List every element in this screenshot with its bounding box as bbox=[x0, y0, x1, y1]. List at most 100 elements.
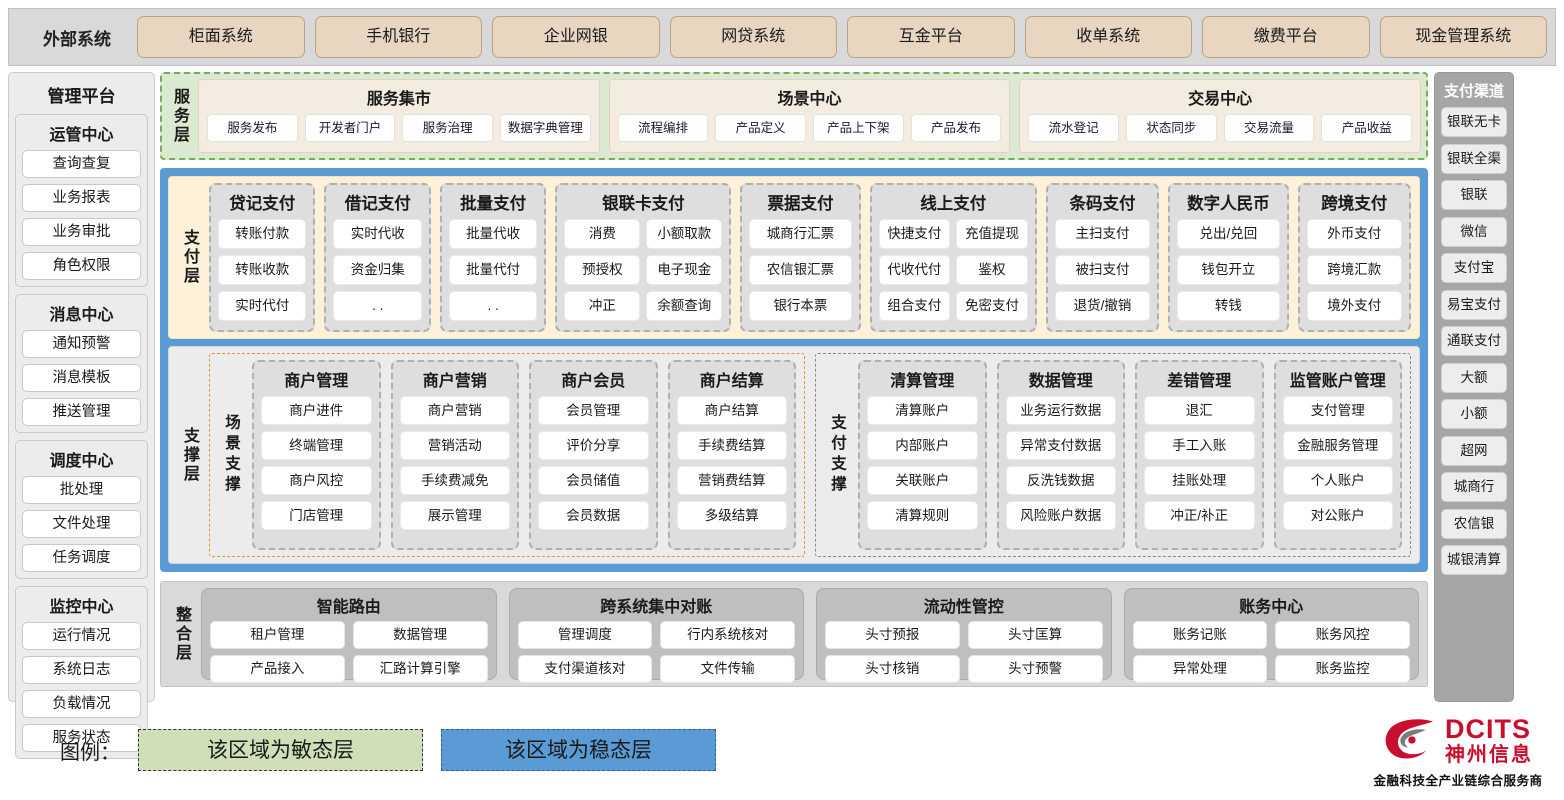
payment-channel-item[interactable]: 通联支付 bbox=[1441, 326, 1507, 356]
integration-item[interactable]: 头寸预警 bbox=[967, 655, 1103, 683]
integration-item[interactable]: 管理调度 bbox=[517, 621, 653, 649]
pay-item[interactable]: 钱包开立 bbox=[1177, 255, 1280, 285]
pay-item[interactable]: 消费 bbox=[564, 219, 641, 249]
pay-item[interactable]: 冲正 bbox=[564, 291, 641, 321]
pay-item[interactable]: 转钱 bbox=[1177, 291, 1280, 321]
external-system-item[interactable]: 网贷系统 bbox=[669, 16, 837, 58]
pay-item[interactable]: 余额查询 bbox=[646, 291, 723, 321]
pay-item[interactable]: 电子现金 bbox=[646, 255, 723, 285]
service-item[interactable]: 交易流量 bbox=[1223, 114, 1315, 142]
service-item[interactable]: 产品定义 bbox=[715, 114, 807, 142]
management-item[interactable]: 推送管理 bbox=[22, 398, 141, 426]
pay-item[interactable]: 农信银汇票 bbox=[749, 255, 852, 285]
integration-item[interactable]: 头寸预报 bbox=[825, 621, 960, 649]
management-item[interactable]: 通知预警 bbox=[22, 330, 141, 358]
pay-item[interactable]: 转账收款 bbox=[218, 255, 307, 285]
support-item[interactable]: 手续费结算 bbox=[676, 431, 787, 460]
support-item[interactable]: 终端管理 bbox=[261, 431, 372, 460]
management-item[interactable]: 批处理 bbox=[22, 476, 141, 504]
support-item[interactable]: 个人账户 bbox=[1282, 466, 1393, 495]
support-item[interactable]: 清算规则 bbox=[867, 501, 978, 530]
integration-item[interactable]: 数据管理 bbox=[352, 621, 488, 649]
integration-item[interactable]: 账务监控 bbox=[1275, 655, 1410, 683]
support-item[interactable]: 异常支付数据 bbox=[1005, 431, 1116, 460]
pay-item[interactable]: 资金归集 bbox=[333, 255, 422, 285]
payment-channel-item[interactable]: 农信银 bbox=[1441, 508, 1507, 539]
support-item[interactable]: 风险账户数据 bbox=[1005, 501, 1116, 530]
payment-channel-item[interactable]: 大额 bbox=[1441, 362, 1507, 393]
external-system-item[interactable]: 手机银行 bbox=[314, 16, 482, 58]
service-item[interactable]: 产品收益 bbox=[1321, 114, 1413, 142]
integration-item[interactable]: 异常处理 bbox=[1132, 655, 1268, 683]
pay-item[interactable]: 兑出/兑回 bbox=[1177, 219, 1280, 249]
support-item[interactable]: 挂账处理 bbox=[1144, 466, 1255, 495]
management-item[interactable]: 运行情况 bbox=[22, 622, 141, 650]
payment-channel-item[interactable]: 城商行 bbox=[1441, 472, 1507, 502]
support-item[interactable]: 内部账户 bbox=[867, 431, 978, 460]
pay-item[interactable]: 境外支付 bbox=[1306, 291, 1402, 321]
pay-item[interactable]: . . bbox=[333, 291, 422, 321]
support-item[interactable]: 展示管理 bbox=[399, 501, 510, 530]
support-item[interactable]: 评价分享 bbox=[538, 431, 649, 460]
payment-channel-item[interactable]: 城银清算 bbox=[1441, 545, 1507, 575]
support-item[interactable]: 退汇 bbox=[1144, 396, 1255, 425]
management-item[interactable]: 服务状态 bbox=[22, 724, 141, 752]
management-item[interactable]: 查询查复 bbox=[22, 150, 141, 178]
pay-item[interactable]: 鉴权 bbox=[956, 255, 1028, 285]
pay-item[interactable]: 充值提现 bbox=[956, 219, 1028, 249]
support-item[interactable]: 冲正/补正 bbox=[1144, 501, 1255, 530]
support-item[interactable]: 营销活动 bbox=[399, 431, 510, 460]
pay-item[interactable]: 主扫支付 bbox=[1054, 219, 1151, 249]
external-system-item[interactable]: 企业网银 bbox=[492, 16, 660, 58]
service-item[interactable]: 服务发布 bbox=[207, 114, 298, 142]
integration-item[interactable]: 头寸匡算 bbox=[967, 621, 1103, 649]
support-item[interactable]: 手工入账 bbox=[1144, 431, 1255, 460]
integration-item[interactable]: 头寸核销 bbox=[825, 655, 960, 683]
service-item[interactable]: 开发者门户 bbox=[304, 114, 396, 142]
management-item[interactable]: 任务调度 bbox=[22, 544, 141, 572]
pay-item[interactable]: 跨境汇款 bbox=[1306, 255, 1402, 285]
external-system-item[interactable]: 收单系统 bbox=[1024, 16, 1192, 58]
service-item[interactable]: 数据字典管理 bbox=[500, 114, 591, 142]
support-item[interactable]: 会员数据 bbox=[538, 501, 649, 530]
support-item[interactable]: 商户进件 bbox=[261, 396, 372, 425]
payment-channel-item[interactable]: 小额 bbox=[1441, 399, 1507, 429]
external-system-item[interactable]: 互金平台 bbox=[847, 16, 1015, 58]
integration-item[interactable]: 账务记账 bbox=[1132, 621, 1268, 649]
pay-item[interactable]: 预授权 bbox=[564, 255, 641, 285]
pay-item[interactable]: 转账付款 bbox=[218, 219, 307, 249]
support-item[interactable]: 会员储值 bbox=[538, 466, 649, 495]
service-item[interactable]: 流水登记 bbox=[1028, 114, 1120, 142]
pay-item[interactable]: 银行本票 bbox=[749, 291, 852, 321]
pay-item[interactable]: 退货/撤销 bbox=[1054, 291, 1151, 321]
support-item[interactable]: 清算账户 bbox=[867, 396, 978, 425]
management-item[interactable]: 角色权限 bbox=[22, 252, 141, 280]
external-system-item[interactable]: 缴费平台 bbox=[1202, 16, 1370, 58]
integration-item[interactable]: 支付渠道核对 bbox=[517, 655, 653, 683]
management-item[interactable]: 业务审批 bbox=[22, 218, 141, 246]
pay-item[interactable]: . . bbox=[448, 291, 538, 321]
pay-item[interactable]: 免密支付 bbox=[956, 291, 1028, 321]
support-item[interactable]: 营销费结算 bbox=[676, 466, 787, 495]
support-item[interactable]: 手续费减免 bbox=[399, 466, 510, 495]
integration-item[interactable]: 产品接入 bbox=[210, 655, 345, 683]
support-item[interactable]: 对公账户 bbox=[1282, 501, 1393, 530]
support-item[interactable]: 多级结算 bbox=[676, 501, 787, 530]
payment-channel-item[interactable]: 易宝支付 bbox=[1441, 289, 1507, 320]
payment-channel-item[interactable]: 银联无卡 bbox=[1441, 107, 1507, 137]
support-item[interactable]: 反洗钱数据 bbox=[1005, 466, 1116, 495]
service-item[interactable]: 流程编排 bbox=[617, 114, 709, 142]
external-system-item[interactable]: 柜面系统 bbox=[137, 16, 305, 58]
pay-item[interactable]: 外币支付 bbox=[1306, 219, 1402, 249]
integration-item[interactable]: 汇路计算引擎 bbox=[352, 655, 488, 683]
support-item[interactable]: 业务运行数据 bbox=[1005, 396, 1116, 425]
payment-channel-item[interactable]: 银联CUPS bbox=[1441, 180, 1507, 230]
service-item[interactable]: 服务治理 bbox=[402, 114, 494, 142]
support-item[interactable]: 会员管理 bbox=[538, 396, 649, 425]
external-system-item[interactable]: 现金管理系统 bbox=[1379, 16, 1547, 58]
pay-item[interactable]: 快捷支付 bbox=[878, 219, 951, 249]
pay-item[interactable]: 实时代收 bbox=[333, 219, 422, 249]
service-item[interactable]: 产品上下架 bbox=[813, 114, 904, 142]
integration-item[interactable]: 行内系统核对 bbox=[660, 621, 795, 649]
integration-item[interactable]: 文件传输 bbox=[660, 655, 795, 683]
